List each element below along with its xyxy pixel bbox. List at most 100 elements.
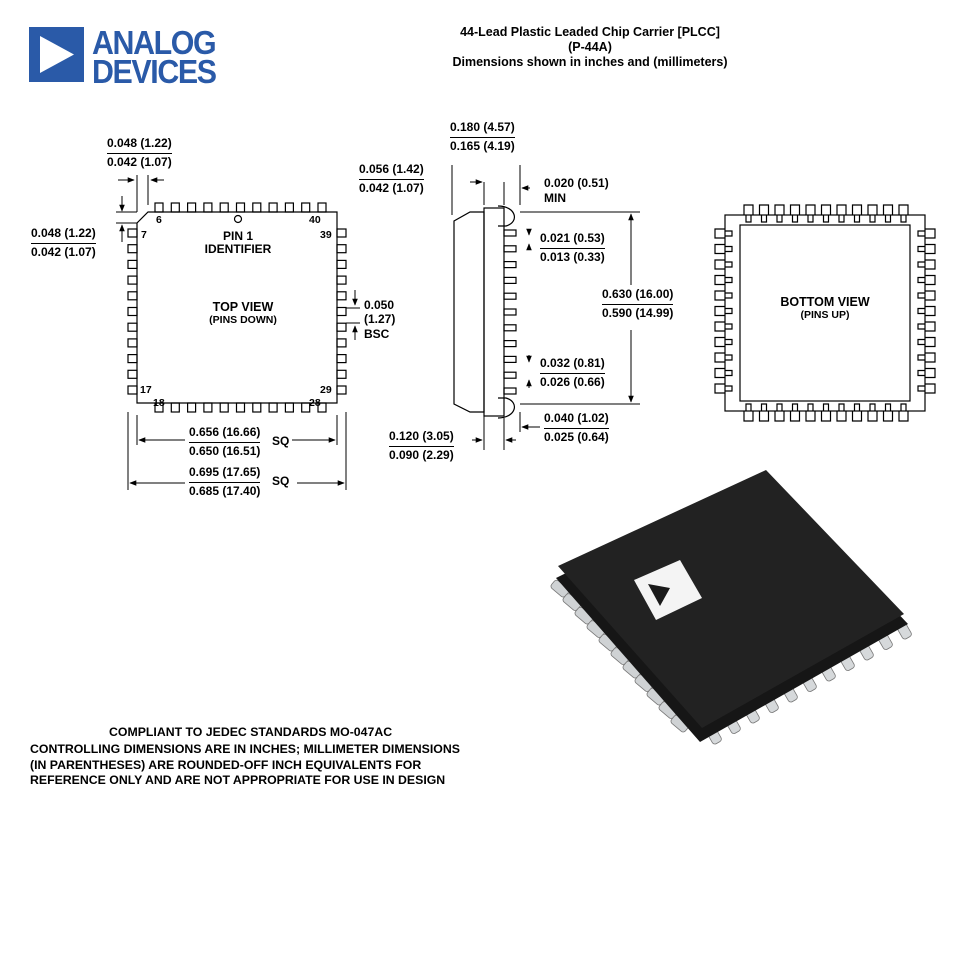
right-lead: [336, 385, 347, 395]
bottom-lead-left: [714, 259, 733, 270]
bottom-lead-left: [714, 228, 733, 239]
top-lead: [235, 202, 246, 213]
bottom-view-title: BOTTOM VIEW: [780, 295, 870, 309]
bottom-lead-bottom: [820, 403, 832, 422]
top-lead: [252, 202, 262, 213]
left-lead: [127, 259, 138, 269]
bottom-lead-left: [714, 321, 733, 332]
top-lead: [170, 202, 180, 213]
bottom-lead-left: [714, 383, 733, 394]
left-lead: [127, 338, 138, 348]
side-lead: [503, 371, 517, 379]
bottom-view-outline: [714, 204, 936, 422]
right-lead: [336, 259, 347, 269]
dim-foot-span: 0.630 (16.00) 0.590 (14.99): [602, 287, 674, 320]
bottom-lead-bottom: [774, 403, 785, 422]
bottom-lead-right: [917, 274, 936, 286]
left-lead: [127, 244, 138, 254]
left-lead: [127, 369, 138, 379]
bottom-lead: [203, 402, 213, 413]
bottom-lead-right: [917, 352, 936, 363]
note-line-2: CONTROLLING DIMENSIONS ARE IN INCHES; MI…: [30, 742, 460, 756]
top-view-subtitle: (PINS DOWN): [209, 314, 277, 326]
logo-word-analog: ANALOG: [92, 24, 217, 61]
top-lead: [301, 202, 311, 213]
bottom-lead-right: [917, 243, 936, 255]
side-lead: [503, 261, 517, 269]
bottom-lead-left: [714, 305, 733, 317]
bottom-lead-left: [714, 290, 733, 301]
dim-overall-width: 0.695 (17.65) 0.685 (17.40): [189, 465, 261, 498]
pin-number-7: 7: [141, 229, 147, 241]
left-lead: [127, 385, 138, 395]
dim-package-height: 0.180 (4.57) 0.165 (4.19): [450, 120, 515, 153]
bottom-lead-top: [805, 204, 816, 223]
right-lead: [336, 322, 347, 332]
chip-photo-group: [550, 470, 912, 745]
bottom-lead-top: [882, 204, 894, 223]
right-lead: [336, 306, 347, 317]
pin1-label: PIN 1: [222, 229, 253, 243]
bottom-lead-left: [714, 243, 733, 255]
note-jedec: COMPLIANT TO JEDEC STANDARDS MO-047AC: [109, 725, 393, 739]
bottom-lead-top: [758, 204, 770, 223]
left-lead: [127, 291, 138, 301]
package-code: (P-44A): [568, 40, 612, 54]
dim-lead-pitch: 0.050 (1.27) BSC: [364, 298, 396, 341]
bottom-lead-bottom: [789, 403, 801, 422]
pin-number-6: 6: [156, 214, 162, 226]
dim-seating-height: 0.120 (3.05) 0.090 (2.29): [389, 429, 454, 462]
right-lead: [336, 338, 347, 348]
dim-lead-radius: 0.040 (1.02) 0.025 (0.64): [544, 411, 609, 444]
left-lead: [127, 306, 138, 317]
photo-logo-triangle-icon: [648, 584, 670, 606]
pin-number-39: 39: [320, 229, 332, 241]
bottom-lead-right: [917, 367, 936, 379]
bottom-lead: [154, 402, 164, 413]
left-lead: [127, 354, 138, 364]
top-lead: [154, 202, 164, 213]
package-title: 44-Lead Plastic Leaded Chip Carrier [PLC…: [460, 25, 720, 39]
side-body-taper: [453, 211, 485, 413]
right-lead: [336, 244, 347, 254]
top-lead: [284, 202, 294, 213]
bottom-lead-bottom: [743, 403, 754, 422]
bottom-view-inner: [739, 224, 911, 402]
bottom-lead: [317, 402, 327, 413]
dim-body-sq: SQ: [272, 434, 290, 448]
side-lead: [503, 292, 517, 300]
bottom-lead-left: [714, 367, 733, 379]
top-lead: [317, 202, 327, 213]
bottom-lead-bottom: [836, 403, 847, 422]
bottom-lead-top: [820, 204, 832, 223]
side-lead: [503, 229, 517, 237]
top-lead: [219, 202, 229, 213]
top-view-outline: [127, 202, 347, 413]
analog-devices-logo-mark: [29, 27, 84, 82]
bottom-lead: [219, 402, 229, 413]
dimension-lines: [116, 165, 640, 490]
bottom-lead-top: [789, 204, 801, 223]
bottom-lead-bottom: [882, 403, 894, 422]
pin-number-28: 28: [309, 397, 321, 409]
bottom-lead-right: [917, 259, 936, 270]
bottom-lead-left: [714, 274, 733, 286]
side-lead: [503, 245, 517, 253]
pin-number-29: 29: [320, 384, 332, 396]
side-lead: [503, 355, 517, 363]
left-lead: [127, 322, 138, 332]
bottom-lead-left: [714, 352, 733, 363]
bottom-lead: [284, 402, 294, 413]
side-lead-top-j: [497, 205, 515, 227]
logo-word-devices: DEVICES: [92, 53, 217, 90]
bottom-lead-right: [917, 305, 936, 317]
dim-standoff: 0.020 (0.51) MIN: [544, 176, 609, 205]
bottom-lead: [170, 402, 180, 413]
top-lead: [187, 202, 197, 213]
side-lead: [503, 387, 517, 395]
bottom-lead-top: [743, 204, 754, 223]
right-lead: [336, 275, 347, 285]
right-lead: [336, 354, 347, 364]
top-lead: [203, 202, 213, 213]
